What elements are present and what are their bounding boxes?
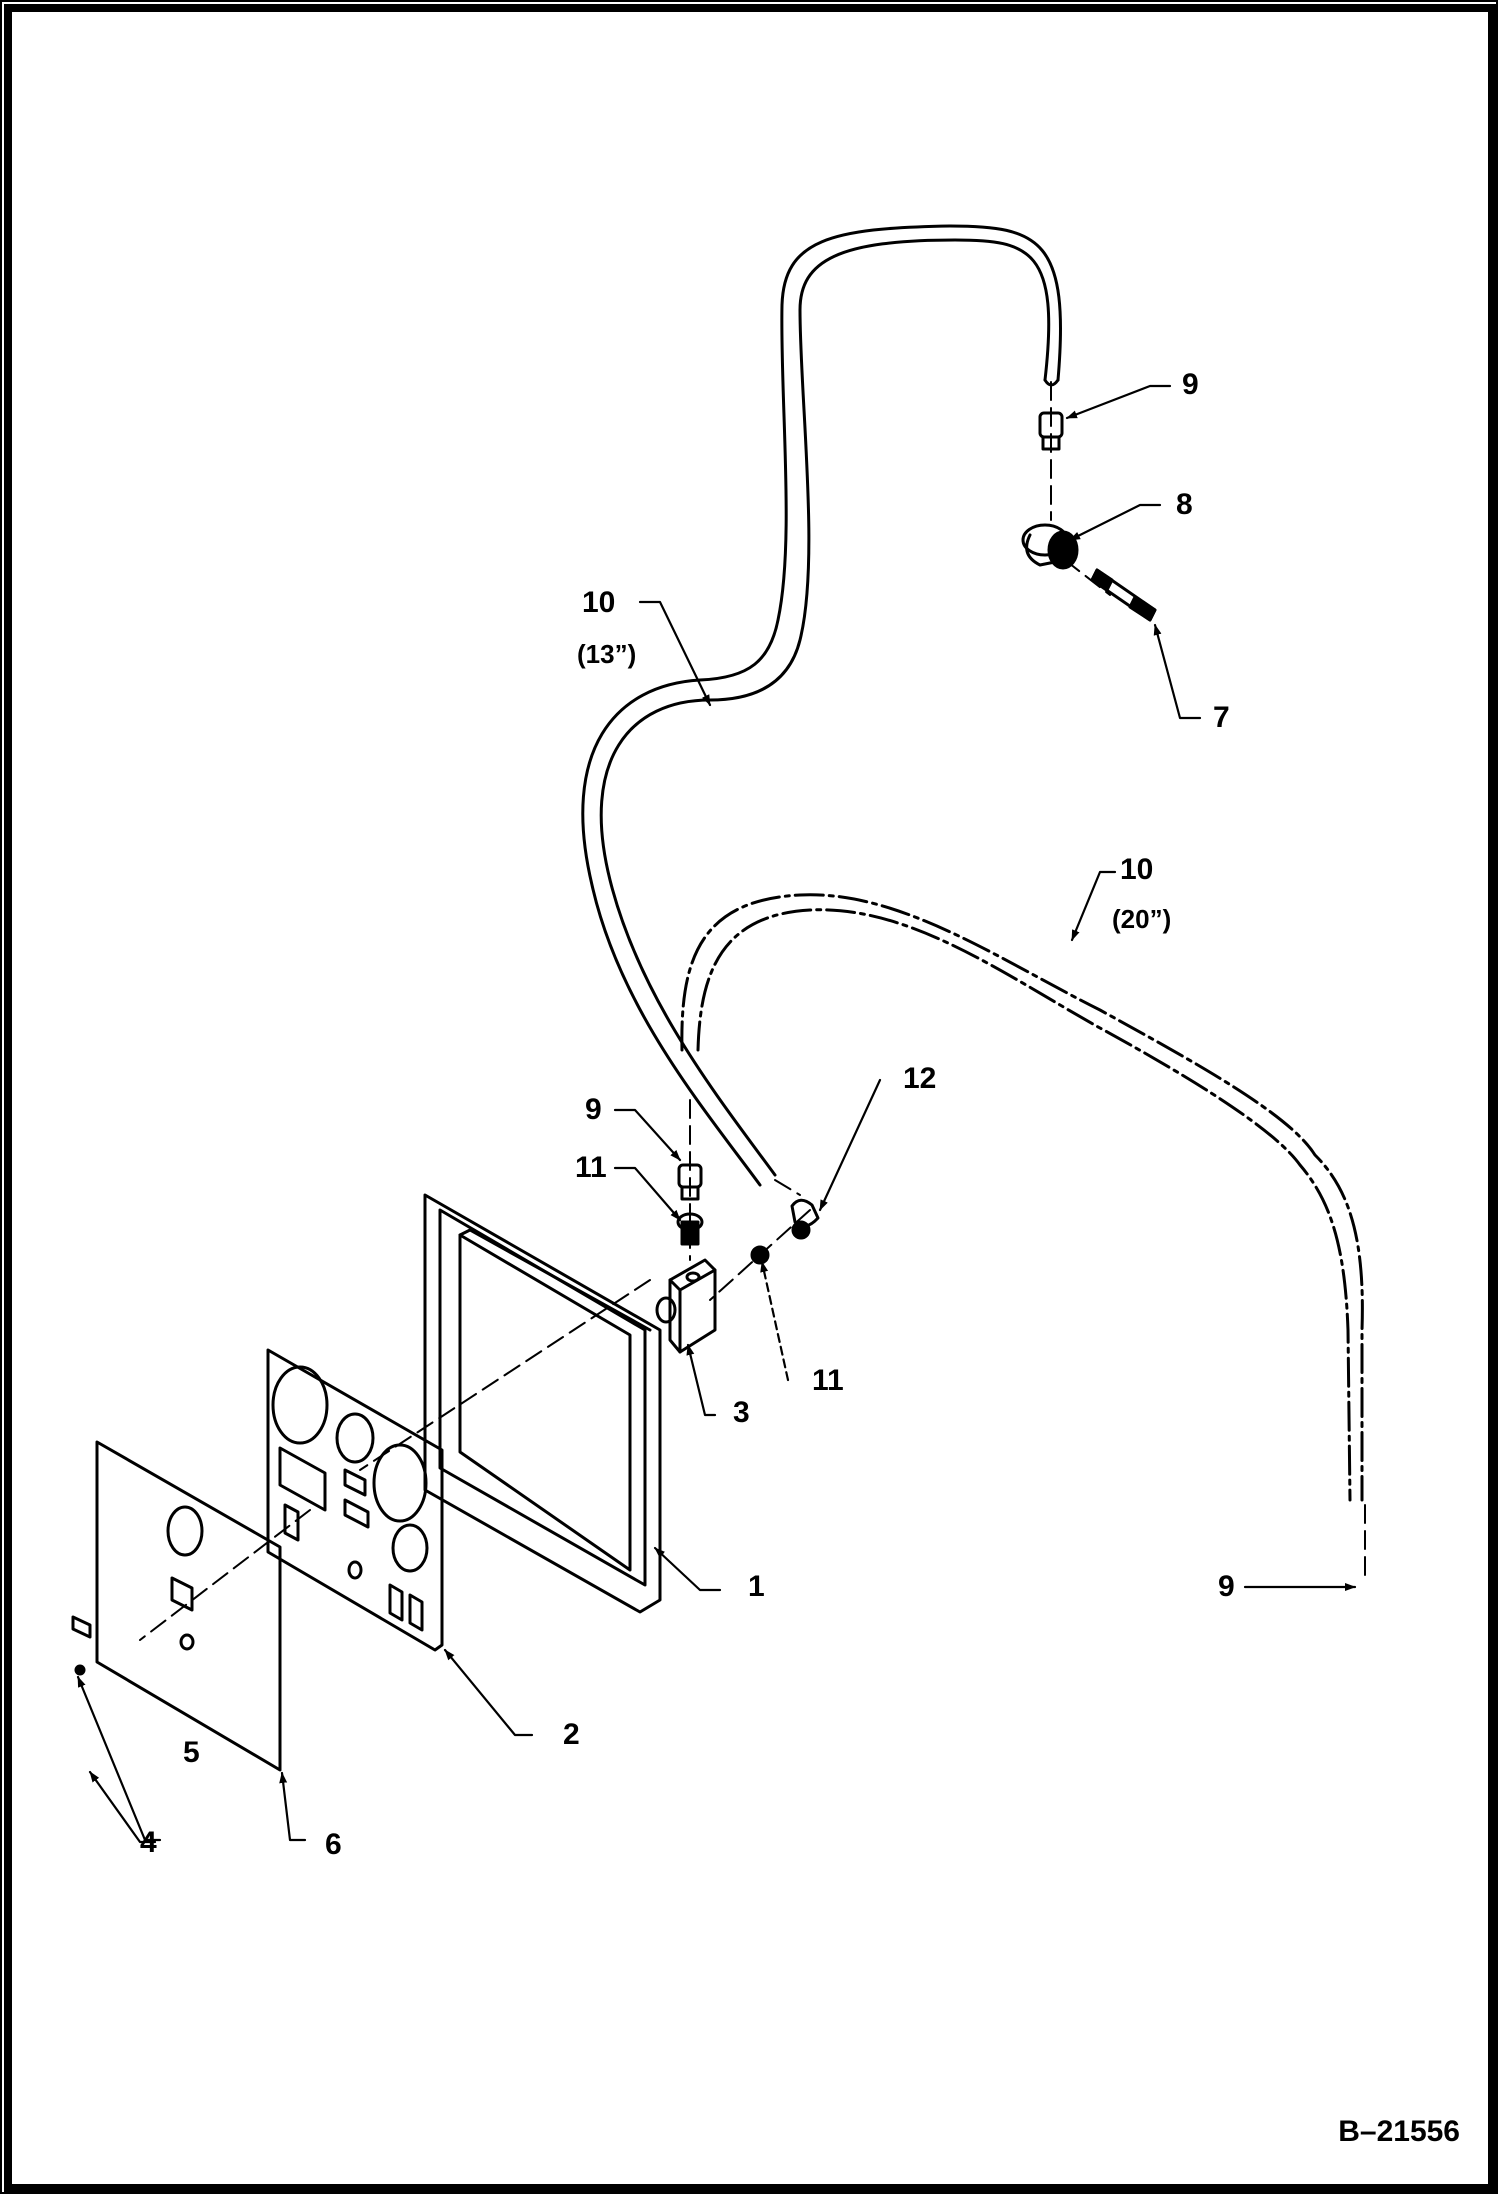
hose-length-20in: (20”) — [1112, 904, 1172, 934]
callout-5: 5 — [183, 1736, 200, 1769]
fitting-9-center — [677, 1163, 703, 1201]
hose-20in — [680, 893, 1364, 1502]
pipe-nipple-7 — [1090, 568, 1157, 622]
fitting-11-right — [750, 1245, 770, 1265]
callout-4: 4 — [140, 1826, 157, 1859]
callout-3: 3 — [733, 1396, 750, 1429]
callout-9-top: 9 — [1182, 368, 1199, 401]
callout-11-right: 11 — [812, 1364, 844, 1397]
callout-10-20in: 10 — [1120, 853, 1154, 886]
callout-9-right: 9 — [1218, 1570, 1235, 1603]
tee-fitting-8 — [1021, 523, 1079, 570]
back-panel-6 — [95, 1440, 282, 1772]
callout-9-center: 9 — [585, 1093, 602, 1126]
drawing-number: B–21556 — [1338, 2115, 1460, 2148]
instrument-panel-2 — [266, 1348, 444, 1652]
callout-10-13in: 10 — [582, 586, 616, 619]
hose-13in — [581, 224, 1062, 1187]
leader-lines — [76, 384, 1357, 1844]
fitting-11-center — [676, 1212, 704, 1246]
hose-length-13in: (13”) — [577, 639, 637, 669]
callout-6: 6 — [325, 1828, 342, 1861]
switch-5 — [71, 1615, 92, 1639]
callout-7: 7 — [1213, 701, 1230, 734]
center-lines — [139, 381, 1366, 1641]
callout-2: 2 — [563, 1718, 580, 1751]
valve-block-3 — [655, 1258, 717, 1354]
bezel-frame-1 — [423, 1193, 662, 1614]
callout-8: 8 — [1176, 488, 1193, 521]
screw-4 — [74, 1664, 86, 1676]
elbow-12 — [790, 1198, 820, 1240]
callout-1: 1 — [748, 1570, 765, 1603]
fitting-9-top — [1038, 411, 1064, 451]
drawing-frame — [4, 4, 1497, 2194]
callout-12: 12 — [903, 1062, 937, 1095]
callout-11-center: 11 — [575, 1151, 607, 1184]
